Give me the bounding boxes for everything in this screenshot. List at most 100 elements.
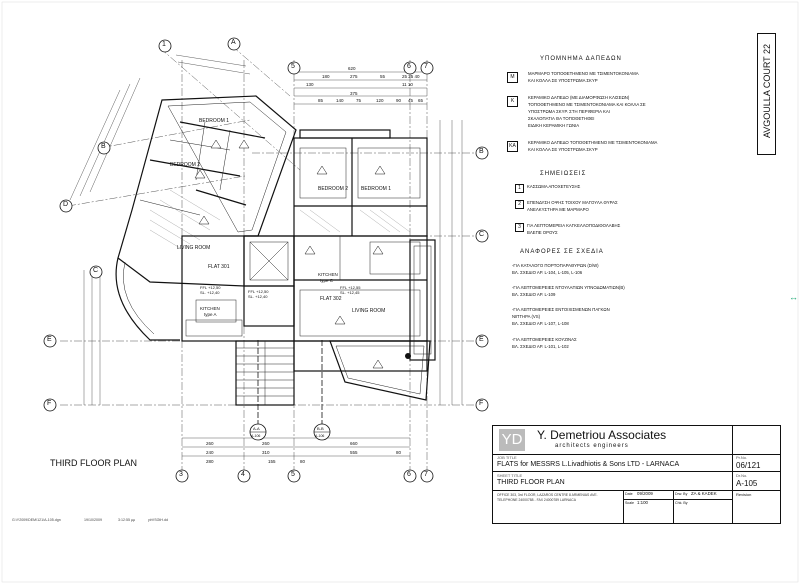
flat-label: FLAT 302 (320, 296, 342, 302)
legend-line: ΚΕΡΑΜΙΚΟ ΔΑΠΕΔΟ (ΜΕ ΔΙΑΜΟΡΦΩΣΗ ΚΛΙΣΕΩΝ) (528, 95, 630, 100)
project-side-label: AVGOULLA COURT 22 (762, 43, 772, 139)
row-divider (493, 490, 732, 491)
section-mark-id: A-A (253, 426, 260, 431)
title-block: YD Y. Demetriou Associates architects en… (492, 425, 781, 524)
grid-label: 4 (241, 471, 245, 478)
dimension: 65 (418, 98, 424, 103)
page-marker-icon: ↔ (789, 292, 798, 302)
date-value: 09/2009 (637, 491, 653, 496)
ref-line: ΒΛ. ΣΧΕΔΙΟ ΑΡ. L-107, L-108 (512, 321, 569, 326)
room-label: KITCHEN (200, 306, 220, 311)
level-label: SL. +12,40 (248, 294, 268, 299)
sheet-title: THIRD FLOOR PLAN (497, 479, 565, 486)
dimension: 275 (350, 74, 358, 79)
floors-legend-title: ΥΠΟΜΝΗΜΑ ΔΑΠΕΔΩΝ (540, 56, 622, 62)
ref-line: ΒΛ. ΣΧΕΔΙΟ ΑΡ. L-101, L-102 (512, 344, 569, 349)
note-line: ΑΝΕΛΚΥΣΤΗΡΑ ΜΕ ΜΑΡΜΑΡΟ (527, 207, 589, 212)
drawn-value: ZA & KADEK (691, 491, 717, 496)
ref-line: ΝΙΠΤΗΡΑ (VS) (512, 314, 541, 319)
room-label: BEDROOM 1 (361, 186, 392, 192)
room-type-label: type A (204, 312, 217, 317)
dimension: 90 (396, 98, 402, 103)
level-label: FFL +12,55 (340, 285, 361, 290)
notes-title: ΣΗΜΕΙΩΣΕΙΣ (540, 171, 587, 177)
grid-label: 7 (424, 63, 428, 70)
grid-label: 1 (162, 41, 166, 48)
dimension: 80 (300, 459, 306, 464)
firm-logo: YD (499, 429, 525, 451)
note-number: 3 (515, 223, 524, 232)
job-title-label: JOB TITLE (497, 455, 517, 460)
firm-header: YD Y. Demetriou Associates architects en… (493, 426, 780, 455)
dimension: 140 (336, 98, 344, 103)
dimension: 75 (356, 98, 362, 103)
flat-label: FLAT 301 (208, 264, 230, 270)
scale-value: 1:100 (637, 500, 648, 505)
ref-line: ΒΛ. ΣΧΕΔΙΟ ΑΡ. L-109 (512, 292, 556, 297)
firm-name: Y. Demetriou Associates (537, 428, 667, 442)
level-label: FFL +12,50 (200, 285, 221, 290)
level-label: SL. +12,40 (200, 290, 220, 295)
legend-line: ΤΟΠΟΘΕΤΗΜΕΝΟ ΜΕ ΤΣΙΜΕΝΤΟΚΟΝΙΑΜΑ ΚΑΙ ΚΟΛΛ… (528, 102, 646, 107)
grid-label: 7 (424, 471, 428, 478)
column-divider (673, 490, 674, 523)
dimension: 280 (206, 459, 214, 464)
ref-line: -ΓΙΑ ΚΑΤΑΛΟΓΟ ΠΟΡΤΟΠΑΡΑΘΥΡΩΝ (D/W) (512, 263, 599, 268)
note-line: ΚΑΣΣΩΜΑ ΑΠΟΧΕΤΕΥΣΗΣ (527, 184, 581, 189)
dimension: 310 (262, 450, 270, 455)
level-label: FFL +12,50 (248, 289, 269, 294)
grid-label: C (479, 231, 485, 238)
checked-label: Chk. By (675, 501, 688, 505)
section-mark-sheet: A-106 (315, 434, 325, 438)
legend-line: ΜΑΡΜΑΡΟ ΤΟΠΟΘΕΤΗΜΕΝΟ ΜΕ ΤΣΙΜΕΝΤΟΚΟΝΙΑΜΑ (528, 71, 639, 76)
row-divider (493, 471, 732, 472)
grid-label: D (63, 201, 69, 208)
legend-line: ΥΠΟΣΤΡΩΜΑ ΣΚΥΡ. ΣΤΗ ΠΕΡΙΦΕΡΙΑ ΚΑΙ (528, 109, 610, 114)
plan-title: THIRD FLOOR PLAN (50, 458, 138, 468)
ref-line: ΒΛ. ΣΧΕΔΙΟ ΑΡ. L-104, L-105, L-106 (512, 270, 583, 275)
dimension: 620 (348, 66, 356, 71)
dimension: 660 (350, 441, 358, 446)
pr-no-value: 06/121 (736, 461, 761, 470)
dimension: 260 (262, 441, 270, 446)
legend-line: ΚΑΙ ΚΟΛΛΑ ΣΕ ΥΠΟΣΤΡΩΜΑ ΣΚΥΡ (528, 78, 598, 83)
dimension: 260 (206, 441, 214, 446)
dimension: 11 10 (402, 82, 413, 87)
room-type-label: type C (320, 278, 334, 283)
grid-label: B (479, 148, 484, 155)
level-label: SL. +12,45 (340, 290, 360, 295)
revision-label: Revision (736, 492, 752, 497)
dimension: 45 (408, 98, 414, 103)
legend-line: ΕΙΔΙΚΗ ΚΕΡΑΜΙΚΗ ΓΩΝΙΑ (528, 123, 580, 128)
plot-date: 19/10/2009 (84, 518, 102, 522)
row-divider (732, 471, 780, 472)
room-label: LIVING ROOM (177, 245, 211, 251)
date-label: Date (625, 492, 633, 496)
row-divider (732, 490, 780, 491)
note-line: ΓΙΑ ΛΕΠΤΟΜΕΡΕΙΑ ΚΑΓΚΕΛΛΟΠΟΔΙΘΟΛΑΒΗΣ (527, 223, 621, 228)
dimension: 85 (318, 98, 324, 103)
dimension: 240 (206, 450, 214, 455)
sheet-title-label: SHEET TITLE (497, 473, 523, 478)
grid-label: F (479, 400, 484, 407)
note-line: ΕΠΕΝΔΥΣΗ ΟΨΗΣ ΤΟΙΧΟΥ ΜΑΓΟΥΛΑ ΘΥΡΑΣ (527, 200, 618, 205)
dimension: 80 (396, 450, 402, 455)
room-label: BEDROOM 1 (199, 118, 230, 124)
dimension: 25 25 40 (402, 74, 420, 79)
grid-label: 6 (407, 63, 411, 70)
grid-label: B (101, 143, 106, 150)
grid-label: A (231, 39, 236, 46)
address-line: OFFICE 303, 3rd FLOOR, LAZAROS CENTRE 8 … (497, 493, 598, 497)
row-divider (623, 499, 732, 500)
section-mark-id: B-B (317, 426, 324, 431)
ref-line: -ΓΙΑ ΛΕΠΤΟΜΕΡΕΙΕΣ ΚΟΥΖΙΝΑΣ (512, 337, 577, 342)
dimension: 180 (322, 74, 330, 79)
drawn-label: Drw. By (675, 492, 688, 496)
dimension: 130 (306, 82, 314, 87)
dimension: 555 (350, 450, 358, 455)
ref-line: -ΓΙΑ ΛΕΠΤΟΜΕΡΕΙΕΣ ΕΝΤΟΙΧΙΣΜΕΝΩΝ ΠΑΓΚΩΝ (512, 307, 610, 312)
dr-no-label: Dr.No. (736, 473, 748, 478)
grid-label: 3 (179, 471, 183, 478)
room-label: KITCHEN (318, 272, 338, 277)
legend-line: ΚΕΡΑΜΙΚΟ ΔΑΠΕΔΟ ΤΟΠΟΘΕΤΗΜΕΝΟ ΜΕ ΤΣΙΜΕΝΤΟ… (528, 140, 658, 145)
